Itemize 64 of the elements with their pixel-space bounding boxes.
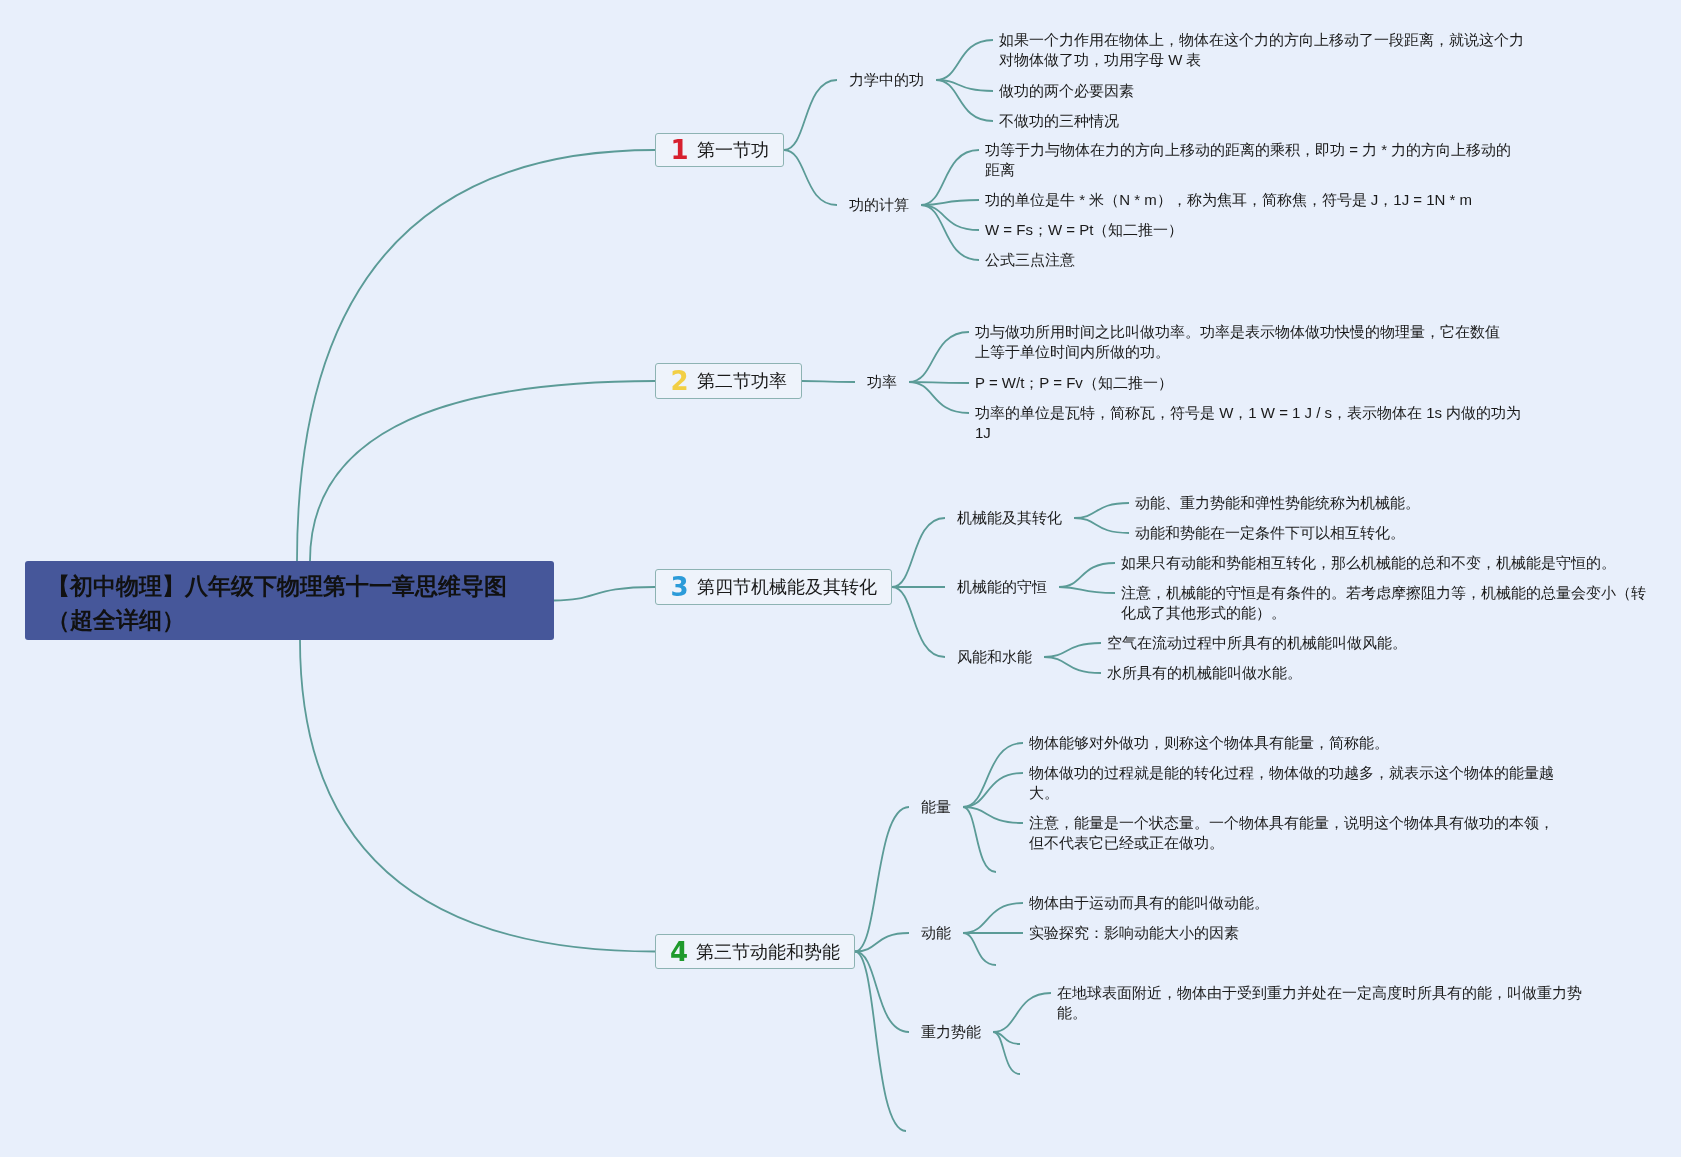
note-text: 动能和势能在一定条件下可以相互转化。 [1129,523,1405,543]
branch-line [801,380,856,383]
note-text: 如果只有动能和势能相互转化，那么机械能的总和不变，机械能是守恒的。 [1115,553,1616,573]
section-number: 1 [670,135,689,165]
note-text: 注意，能量是一个状态量。一个物体具有能量，说明这个物体具有做功的本领，但不代表它已经或正在做功。 [1023,813,1566,853]
note-text: 物体做功的过程就是能的转化过程，物体做的功越多，就表示这个物体的能量越大。 [1023,763,1559,803]
note-text: 物体由于运动而具有的能叫做动能。 [1023,893,1269,913]
section-number: 4 [669,936,689,967]
note-text: 注意，机械能的守恒是有条件的。若考虑摩擦阻力等，机械能的总量会变小（转化成了其他形式的能）。 [1115,583,1651,623]
branch-line [1043,656,1102,674]
topic-box [655,569,892,605]
branch-line [920,204,980,261]
note-text: 水所具有的机械能叫做水能。 [1101,663,1302,683]
section-title: 第一节功 [696,139,769,162]
note-text: W = Fs；W = Pt（知二推一） [979,220,1184,240]
note-text: 空气在流动过程中所具有的机械能叫做风能。 [1101,633,1407,653]
branch-line [309,380,656,562]
note-text: 功等于力与物体在力的方向上移动的距离的乘积，即功 = 力 * 力的方向上移动的距离 [979,140,1517,180]
section-number: 3 [670,572,689,602]
subtopic-text: 重力势能 [909,1022,993,1042]
note-text: 功与做功所用时间之比叫做功率。功率是表示物体做功快慢的物理量，它在数值上等于单位时间内所做的功。 [969,322,1505,362]
branch-line [908,381,970,414]
branch-line [992,1031,1021,1075]
branch-line [891,586,946,658]
branch-line [299,639,656,953]
note-text: 实验探究：影响动能大小的因素 [1023,923,1239,943]
subtopic-text: 能量 [909,797,963,817]
branch-line [1073,517,1130,534]
note-text: 在地球表面附近，物体由于受到重力并处在一定高度时所具有的能，叫做重力势能。 [1051,983,1587,1023]
topic-box [655,133,784,167]
section-title: 第二节功率 [696,370,787,393]
section-number: 2 [670,366,689,396]
branch-line [962,806,1024,824]
branch-line [962,932,997,966]
note-text: 做功的两个必要因素 [993,81,1134,101]
subtopic-text: 力学中的功 [837,70,936,90]
branch-line [854,932,910,953]
central-topic-box: 【初中物理】八年级下物理第十一章思维导图（超全详细） [25,561,554,640]
branch-line [935,79,994,122]
branch-line [783,149,838,206]
branch-line [553,586,656,602]
note-text: 如果一个力作用在物体上，物体在这个力的方向上移动了一段距离，就说这个力对物体做了功，功用字母 W 表 [993,30,1531,70]
topic-box [655,934,855,969]
branch-line [962,806,997,873]
subtopic-text: 动能 [909,923,963,943]
note-text: 公式三点注意 [979,250,1075,270]
branch-line [854,950,907,1132]
section-title: 第四节机械能及其转化 [696,576,877,599]
branch-line [992,1031,1021,1045]
branch-line [1058,586,1116,594]
section-title: 第三节动能和势能 [696,940,841,964]
note-text: 功率的单位是瓦特，简称瓦，符号是 W，1 W = 1 J / s，表示物体在 1s 内做的功为 1J [969,403,1523,443]
note-text: 动能、重力势能和弹性势能统称为机械能。 [1129,493,1420,513]
note-text: 物体能够对外做功，则称这个物体具有能量，简称能。 [1023,733,1389,753]
subtopic-text: 功率 [855,372,909,392]
subtopic-text: 功的计算 [837,195,921,215]
note-text: P = W/t；P = Fv（知二推一） [969,373,1173,393]
topic-box [655,363,802,399]
note-text: 功的单位是牛 * 米（N * m），称为焦耳，简称焦，符号是 J，1J = 1N * m [979,190,1473,210]
note-text: 不做功的三种情况 [993,111,1119,131]
subtopic-text: 风能和水能 [945,647,1044,667]
subtopic-text: 机械能及其转化 [945,508,1074,528]
subtopic-text: 机械能的守恒 [945,577,1059,597]
branch-line [296,149,656,562]
